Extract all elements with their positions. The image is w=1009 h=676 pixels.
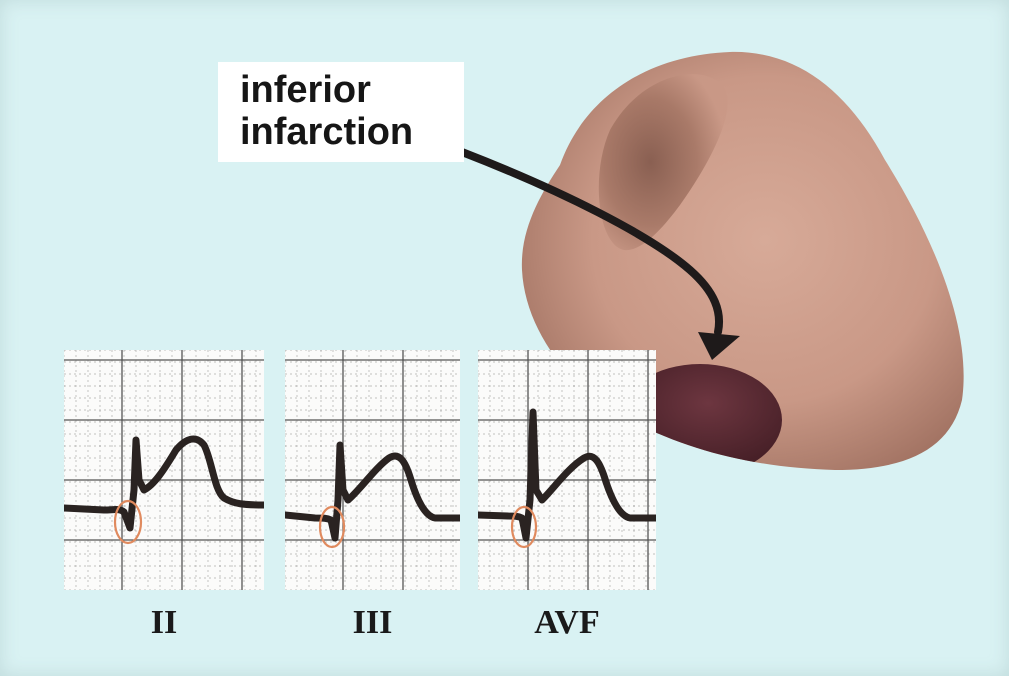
ecg-grid-and-trace	[478, 350, 656, 590]
ecg-strip-lead-avf	[478, 350, 656, 590]
ecg-trace	[64, 439, 264, 528]
lead-label-avf: AVF	[478, 603, 656, 643]
ecg-trace	[478, 412, 656, 538]
lead-label-ii: II	[64, 603, 264, 643]
infarction-callout: inferior infarction	[218, 62, 464, 162]
callout-text-line-2: infarction	[240, 112, 413, 152]
ecg-trace	[285, 445, 460, 538]
ecg-grid-and-trace	[285, 350, 460, 590]
callout-text-line-1: inferior	[240, 70, 371, 110]
ecg-strip-lead-ii	[64, 350, 264, 590]
lead-label-iii: III	[285, 603, 460, 643]
ecg-grid-and-trace	[64, 350, 264, 590]
ecg-strip-lead-iii	[285, 350, 460, 590]
